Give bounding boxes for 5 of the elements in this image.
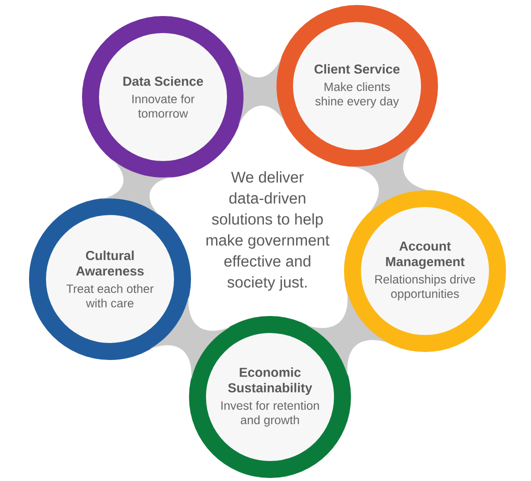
connector-bridge	[99, 158, 174, 218]
connector-bridge	[150, 296, 230, 380]
connector-bridge	[306, 292, 389, 376]
connector-bridge	[234, 57, 286, 126]
connector-bridge	[352, 144, 430, 214]
